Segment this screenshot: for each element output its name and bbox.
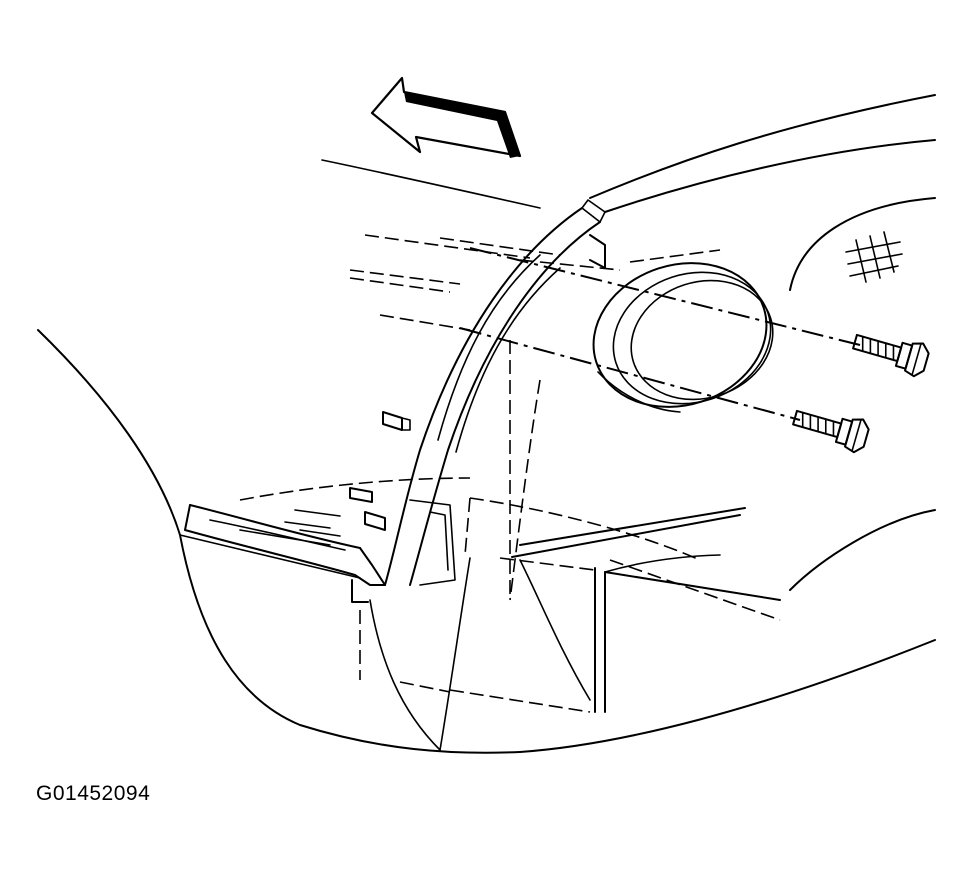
bumper-bracket xyxy=(184,199,606,603)
bumper-cavity xyxy=(369,507,781,751)
direction-arrow-icon xyxy=(370,76,522,158)
fog-lamp-opening xyxy=(592,262,774,413)
hidden-lines xyxy=(239,234,781,713)
bolt-centerlines xyxy=(459,247,861,421)
figure-code: G01452094 xyxy=(36,782,151,805)
bracket-studs xyxy=(284,411,411,537)
vehicle-body-outline xyxy=(37,94,936,754)
bolt-icon xyxy=(792,409,870,454)
body-hatch-mark xyxy=(845,231,903,283)
bolt-icon xyxy=(852,333,930,378)
